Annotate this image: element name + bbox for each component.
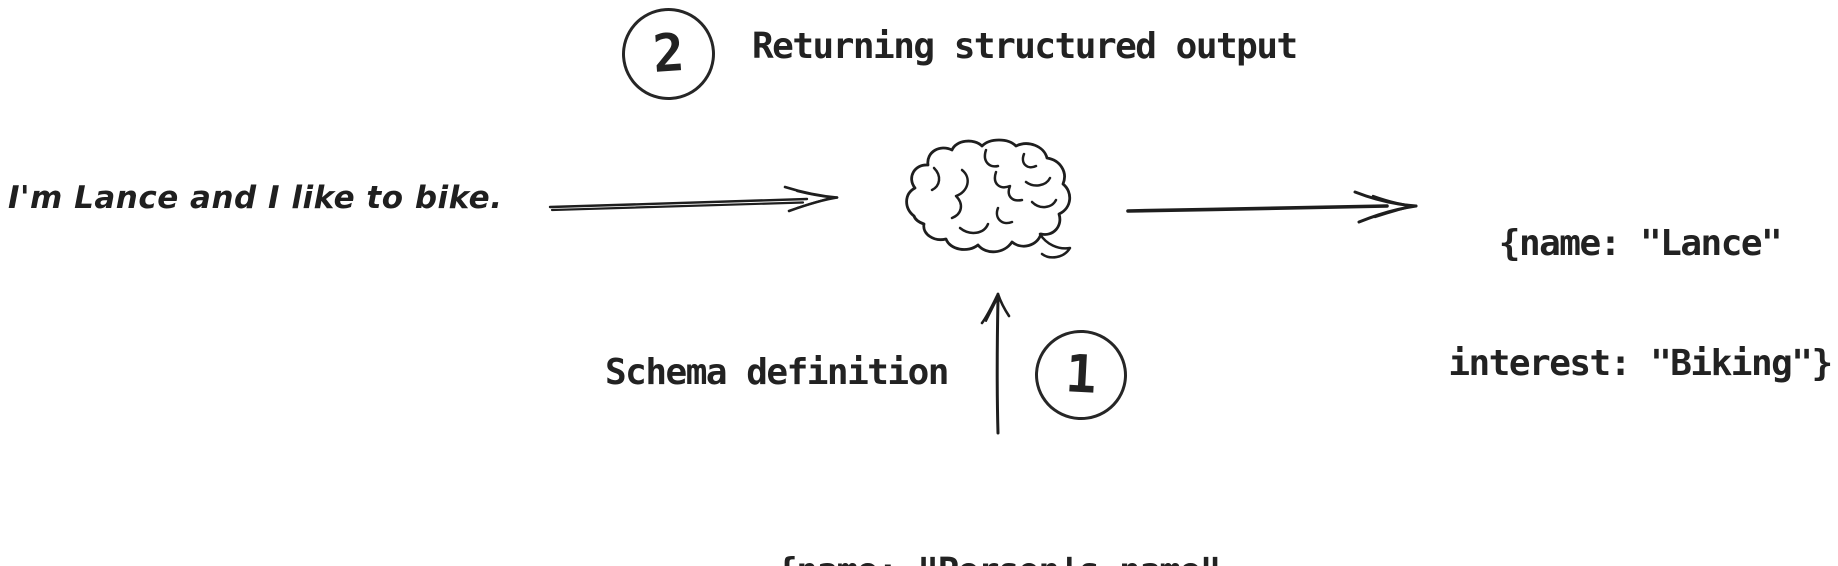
step-1-number: 1 (1063, 344, 1099, 406)
schema-arrow-icon (980, 292, 1011, 435)
input-arrow-icon (548, 185, 839, 213)
input-message: I'm Lance and I like to bike. (8, 180, 503, 216)
output-json-line-2: interest: "Biking"} (1448, 343, 1833, 384)
step-2-badge: 2 (618, 4, 719, 104)
output-json-line-1: {name: "Lance" (1498, 223, 1783, 264)
step-1-badge: 1 (1032, 327, 1130, 423)
step-2-number: 2 (650, 22, 687, 86)
output-json: {name: "Lance" interest: "Biking"} (1390, 144, 1838, 464)
schema-definition-label: Schema definition (605, 352, 949, 393)
output-arrow-icon (1126, 190, 1418, 224)
brain-icon (905, 138, 1072, 259)
diagram-title: Returning structured output (752, 26, 1298, 67)
schema-json-line-1: {name: "Person's name" (648, 552, 1348, 566)
schema-json: {name: "Person's name" interest: "Person… (648, 472, 1348, 566)
